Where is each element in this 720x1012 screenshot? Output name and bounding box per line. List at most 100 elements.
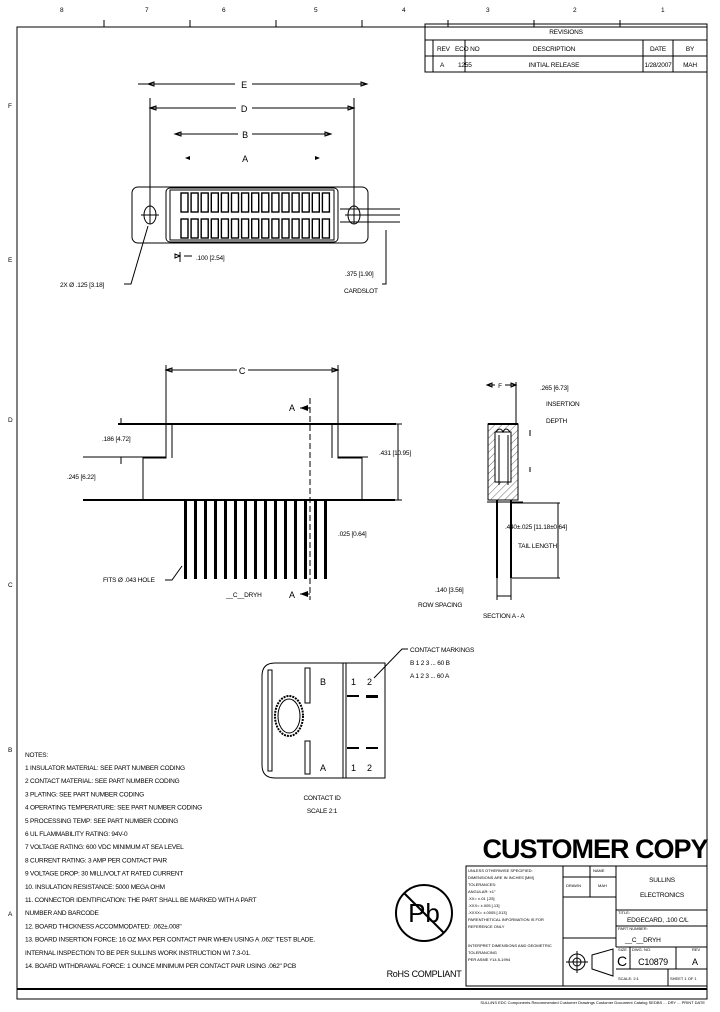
note-item: INTERNAL INSPECTION TO BE PER SULLINS WO…: [25, 950, 251, 957]
dim-f: F: [498, 383, 502, 390]
pin: [284, 500, 287, 579]
tolerance-line: DIMENSIONS ARE IN INCHES [MM]: [468, 875, 534, 880]
rohs-label: RoHS COMPLIANT: [387, 969, 463, 979]
name-label: NAME: [593, 868, 605, 873]
tolerance-line: .XX= ±.01 [.25]: [468, 896, 495, 901]
part-number: __C__DRYH: [624, 937, 661, 944]
rev-label: REV: [692, 947, 701, 952]
dim-c: C: [239, 366, 246, 376]
zone-label: B: [8, 747, 12, 754]
zone-label: 8: [60, 7, 64, 14]
note-item: 7 VOLTAGE RATING: 600 VDC MINIMUM AT SEA…: [25, 844, 184, 851]
rev-header: REV: [437, 46, 451, 53]
zone-label: 4: [402, 7, 406, 14]
insertion-dim: .265 [6.73]: [540, 385, 569, 392]
title-label: TITLE:: [618, 910, 630, 915]
contact: [261, 218, 270, 239]
contact: [311, 218, 320, 239]
pin: [324, 500, 327, 579]
tail-label: TAIL LENGTH: [518, 543, 557, 550]
pin: [234, 500, 237, 579]
zone-label: A: [8, 911, 13, 918]
pin: [214, 500, 217, 579]
contact: [311, 192, 320, 213]
tolerance-line: .XXX= ±.005 [.13]: [468, 903, 499, 908]
rev-cell: A: [440, 62, 445, 69]
contact: [321, 192, 331, 213]
drawn-by: MAH: [598, 883, 607, 888]
contact: [220, 218, 230, 239]
fits-hole-label: FITS Ø .043 HOLE: [103, 577, 156, 584]
dim-d: D: [241, 104, 248, 114]
side-view: C A A .186 [4.72] .245 [6.22] .431 [10.9…: [67, 365, 412, 600]
company-name: ELECTRONICS: [640, 892, 685, 899]
contact: [281, 192, 290, 213]
pin: [244, 500, 247, 579]
title-block: UNLESS OTHERWISE SPECIFIED: NAME DRAWN M…: [465, 865, 708, 987]
tolerance-line: INTERPRET DIMENSIONS AND GEOMETRIC: [468, 943, 552, 948]
zone-label: 1: [661, 7, 665, 14]
pb-logo-text: Pb: [408, 898, 440, 928]
top-view: E D B A .100 [2.54] 2X Ø .125 [3.18] .37…: [60, 80, 400, 295]
size-label: SIZE: [618, 947, 627, 952]
tolerance-line: PER ASME Y14.5-1994: [468, 957, 511, 962]
notes: NOTES: 1 INSULATOR MATERIAL: SEE PART NU…: [25, 752, 316, 970]
contact: [271, 192, 280, 213]
row-label: ROW SPACING: [418, 602, 462, 609]
tail-dim: .440±.025 [11.18±0.64]: [505, 524, 567, 531]
description-cell: INITIAL RELEASE: [529, 62, 580, 69]
footer-text: SULLINS EDC Components Recommended Custo…: [480, 1000, 705, 1005]
connector-body-top: [131, 186, 369, 244]
zone-label: F: [8, 103, 12, 110]
zone-label: 7: [145, 7, 149, 14]
zone-label: 6: [222, 7, 226, 14]
note-item: 10. INSULATION RESISTANCE: 5000 MEGA OHM: [25, 884, 165, 891]
contact: [271, 218, 280, 239]
tolerance-line: ANGULAR: ±1°: [468, 889, 496, 894]
note-item: 8 CURRENT RATING: 3 AMP PER CONTACT PAIR: [25, 857, 167, 864]
tolerance-line: .XXXX= ±.0005 [.013]: [468, 910, 507, 915]
note-item: 1 INSULATOR MATERIAL: SEE PART NUMBER CO…: [25, 765, 185, 772]
scale-label: SCALE: 2:1: [618, 976, 640, 981]
revisions-title: REVISIONS: [549, 29, 583, 36]
eco-cell: 1255: [458, 62, 472, 69]
note-item: 9 VOLTAGE DROP: 30 MILLIVOLT AT RATED CU…: [25, 871, 183, 878]
dim-b: B: [242, 130, 248, 140]
contact: [240, 192, 250, 213]
contact-number: 2: [367, 763, 372, 773]
dim-186: .186 [4.72]: [102, 436, 131, 443]
contact: [230, 218, 240, 239]
markings-row-a: A 1 2 3 ... 60 A: [410, 673, 450, 680]
section-marker: A: [289, 590, 295, 600]
contact-number: 1: [351, 677, 356, 687]
eco-header: ECO NO: [455, 46, 480, 53]
description-header: DESCRIPTION: [533, 46, 576, 53]
contact: [281, 218, 290, 239]
third-angle-projection-icon: [566, 948, 614, 977]
date-header: DATE: [650, 46, 667, 53]
pin: [254, 500, 257, 579]
contact: [200, 192, 209, 213]
contact: [230, 192, 240, 213]
contact: [180, 218, 189, 239]
pin: [264, 500, 267, 579]
contact: [210, 192, 220, 213]
contact: [301, 218, 310, 239]
drawing-number: C10879: [638, 957, 668, 967]
tolerance-line: REFERENCE ONLY: [468, 924, 505, 929]
tolerance-line: UNLESS OTHERWISE SPECIFIED:: [468, 868, 533, 873]
note-item: 2 CONTACT MATERIAL: SEE PART NUMBER CODI…: [25, 778, 180, 785]
notes-heading: NOTES:: [25, 752, 48, 759]
note-item: 3 PLATING: SEE PART NUMBER CODING: [25, 791, 144, 798]
contact-id-caption: CONTACT ID: [303, 795, 341, 802]
markings-row-b: B 1 2 3 ... 60 B: [410, 660, 450, 667]
contact-number: 1: [351, 763, 356, 773]
size-value: C: [617, 953, 627, 969]
contact: [190, 218, 199, 239]
dim-e: E: [241, 80, 247, 90]
tolerance-line: TOLERANCING: [468, 950, 497, 955]
hole-dim: 2X Ø .125 [3.18]: [60, 282, 105, 289]
sheet-label: SHEET 1 OF 1: [670, 976, 697, 981]
contact: [250, 218, 260, 239]
